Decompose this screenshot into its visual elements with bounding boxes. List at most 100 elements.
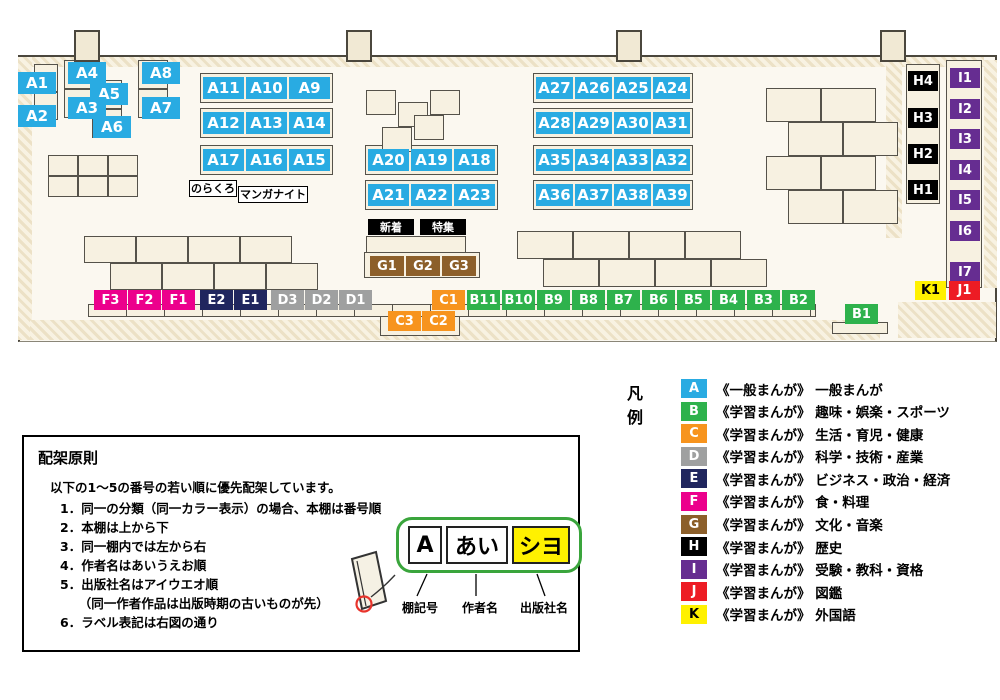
legend-label-H: 《学習まんが》 歴史 bbox=[716, 540, 843, 557]
legend-code-F: F bbox=[681, 491, 707, 511]
shelf-marker-A18: A18 bbox=[454, 149, 495, 171]
hatched-wall-strip bbox=[898, 302, 996, 338]
label-example-box-0: A bbox=[408, 526, 442, 564]
shelf-marker-A33: A33 bbox=[614, 149, 651, 171]
bookshelf bbox=[188, 236, 240, 263]
legend-code-G: G bbox=[681, 514, 707, 534]
shelf-marker-H2: H2 bbox=[908, 144, 938, 164]
pillar bbox=[880, 30, 906, 62]
label-example-box-2: シヨ bbox=[512, 526, 570, 564]
legend-label-I: 《学習まんが》 受験・教科・資格 bbox=[716, 563, 924, 580]
legend-label-J: 《学習まんが》 図鑑 bbox=[716, 585, 843, 602]
legend-code-D: D bbox=[681, 446, 707, 466]
shelf-marker-G3: G3 bbox=[442, 256, 476, 276]
shelf-marker-C2: C2 bbox=[422, 311, 455, 331]
principles-title: 配架原則 bbox=[38, 449, 99, 467]
bookshelf bbox=[78, 155, 108, 176]
shelf-marker-F2: F2 bbox=[128, 290, 161, 310]
legend-row-J: J 《学習まんが》 図鑑 bbox=[681, 582, 950, 602]
shelf-marker-B6: B6 bbox=[642, 290, 675, 310]
shelf-marker-K1: K1 bbox=[915, 281, 946, 300]
bookshelf bbox=[843, 190, 898, 224]
legend-label-B: 《学習まんが》 趣味・娯楽・スポーツ bbox=[716, 405, 950, 422]
bookshelf bbox=[110, 263, 162, 290]
bookshelf bbox=[214, 263, 266, 290]
shelf-marker-E1: E1 bbox=[234, 290, 267, 310]
principle-line-0: 1．同一の分類（同一カラー表示）の場合、本棚は番号順 bbox=[60, 501, 382, 516]
shelf-marker-B7: B7 bbox=[607, 290, 640, 310]
legend-row-D: D 《学習まんが》 科学・技術・産業 bbox=[681, 446, 950, 467]
shelf-marker-I7: I7 bbox=[950, 262, 980, 282]
legend-label-G: 《学習まんが》 文化・音楽 bbox=[716, 518, 883, 535]
shelf-marker-A17: A17 bbox=[203, 149, 244, 171]
bookshelf bbox=[685, 231, 741, 259]
shelf-marker-C1: C1 bbox=[432, 290, 465, 310]
shelf-marker-A7: A7 bbox=[142, 97, 180, 119]
shelf-marker-A19: A19 bbox=[411, 149, 452, 171]
shelf-marker-A4: A4 bbox=[68, 62, 106, 84]
pillar bbox=[346, 30, 372, 62]
bookshelf bbox=[788, 122, 843, 156]
legend-title: 凡例 bbox=[627, 384, 644, 427]
shelf-marker-D1: D1 bbox=[339, 290, 372, 310]
area-label-0: のらくろ bbox=[189, 180, 237, 197]
legend-label-C: 《学習まんが》 生活・育児・健康 bbox=[716, 427, 924, 444]
bookshelf bbox=[766, 156, 821, 190]
shelf-marker-B4: B4 bbox=[712, 290, 745, 310]
shelf-marker-B3: B3 bbox=[747, 290, 780, 310]
shelf-marker-I4: I4 bbox=[950, 160, 980, 180]
shelf-marker-A15: A15 bbox=[289, 149, 330, 171]
bookshelf bbox=[788, 190, 843, 224]
shelf-marker-A28: A28 bbox=[536, 112, 573, 134]
shelf-marker-A31: A31 bbox=[653, 112, 690, 134]
area-label-3: 特集 bbox=[420, 219, 466, 235]
caption-publisher-name: 出版社名 bbox=[520, 601, 569, 615]
shelf-marker-B10: B10 bbox=[502, 290, 535, 310]
bookshelf bbox=[766, 88, 821, 122]
shelf-marker-A10: A10 bbox=[246, 77, 287, 99]
legend-label-F: 《学習まんが》 食・料理 bbox=[716, 495, 870, 512]
legend-code-J: J bbox=[681, 582, 707, 602]
shelf-marker-A23: A23 bbox=[454, 184, 495, 206]
legend-label-D: 《学習まんが》 科学・技術・産業 bbox=[716, 450, 924, 467]
shelf-marker-D2: D2 bbox=[305, 290, 338, 310]
shelf-marker-A3: A3 bbox=[68, 97, 106, 119]
shelf-marker-A12: A12 bbox=[203, 112, 244, 134]
shelf-marker-A14: A14 bbox=[289, 112, 330, 134]
bookshelf bbox=[543, 259, 599, 287]
principle-line-4: 5．出版社名はアイウエオ順 bbox=[60, 577, 219, 592]
shelf-marker-A6: A6 bbox=[93, 116, 131, 138]
legend-row-A: A《一般まんが》 一般まんが bbox=[681, 379, 950, 399]
bookshelf bbox=[84, 236, 136, 263]
shelf-marker-F3: F3 bbox=[94, 290, 127, 310]
shelf-marker-J1: J1 bbox=[949, 281, 980, 300]
bookshelf bbox=[136, 236, 188, 263]
bookshelf bbox=[48, 176, 78, 197]
shelf-marker-A32: A32 bbox=[653, 149, 690, 171]
principle-line-6: 6．ラベル表記は右図の通り bbox=[60, 615, 219, 630]
legend-row-K: K 《学習まんが》 外国語 bbox=[681, 604, 950, 625]
legend-row-F: F 《学習まんが》 食・料理 bbox=[681, 491, 950, 512]
shelf-marker-H3: H3 bbox=[908, 108, 938, 128]
hatched-wall-strip bbox=[20, 57, 984, 67]
pillar bbox=[616, 30, 642, 62]
shelf-marker-F1: F1 bbox=[162, 290, 195, 310]
legend-row-E: E《学習まんが》 ビジネス・政治・経済 bbox=[681, 469, 950, 489]
principle-line-3: 4．作者名はあいうえお順 bbox=[60, 558, 207, 573]
shelf-marker-A27: A27 bbox=[536, 77, 573, 99]
shelf-marker-H4: H4 bbox=[908, 71, 938, 91]
bookshelf bbox=[655, 259, 711, 287]
shelf-marker-I6: I6 bbox=[950, 221, 980, 241]
shelf-marker-A25: A25 bbox=[614, 77, 651, 99]
legend-code-K: K bbox=[681, 604, 707, 624]
legend-label-K: 《学習まんが》 外国語 bbox=[716, 608, 856, 625]
principles-box: 配架原則 以下の1〜5の番号の若い順に優先配架しています。 1．同一の分類（同一… bbox=[22, 435, 582, 652]
bookshelf bbox=[821, 156, 876, 190]
shelf-marker-A16: A16 bbox=[246, 149, 287, 171]
shelf-marker-B11: B11 bbox=[467, 290, 500, 310]
shelf-marker-I3: I3 bbox=[950, 129, 980, 149]
shelf-marker-I1: I1 bbox=[950, 68, 980, 88]
legend-code-B: B bbox=[681, 401, 707, 421]
